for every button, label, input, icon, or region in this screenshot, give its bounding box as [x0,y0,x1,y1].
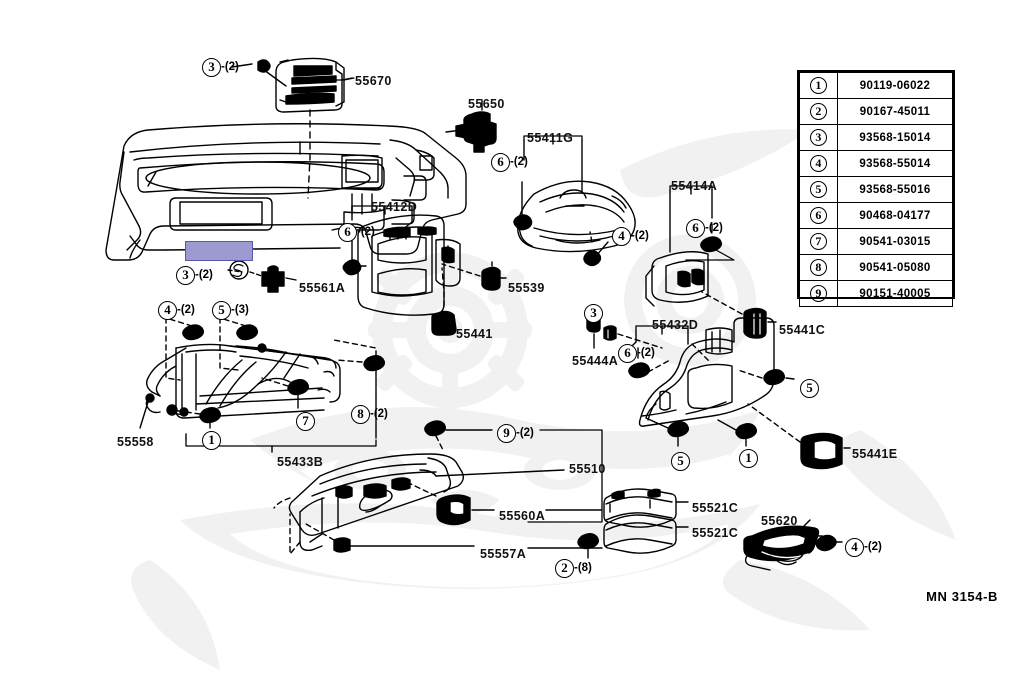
legend-part-number-9: 90151-40005 [836,280,954,307]
legend-row: 9 90151-40005 [799,280,954,307]
callout-c4-55620: 4 [845,538,864,557]
callout-c7-55433b: 7 [296,412,315,431]
part-label-55432d: 55432D [652,318,699,332]
legend-index-8: 8 [799,254,838,281]
callout-c9-55510: 9 [497,424,516,443]
legend-index-9: 9 [799,280,838,307]
callout-qty-c4-55620: -(2) [864,541,882,553]
selection-highlight[interactable] [185,241,253,261]
callout-c3-55444a: 3 [584,304,603,323]
callout-c2-55557a: 2 [555,559,574,578]
legend-circle-number: 8 [809,259,827,276]
callout-qty-c6-55414a: -(2) [705,222,723,234]
legend-part-number-8: 90541-05080 [836,254,954,281]
callout-qty-c2-55557a: -(8) [574,562,592,574]
legend-index-3: 3 [799,124,838,151]
callout-c1-glove: 1 [202,431,221,450]
callout-c4-glove: 4 [158,301,177,320]
callout-c8-55433b: 8 [351,405,370,424]
callout-c5-55432d-r: 5 [800,379,819,398]
callout-qty-c6-55412d: -(2) [357,226,375,238]
part-label-55558: 55558 [117,435,154,449]
callout-qty-c3-top: -(2) [221,61,239,73]
legend-row: 3 93568-15014 [799,124,954,151]
callout-qty-c5-glove: -(3) [231,304,249,316]
legend-part-number-3: 93568-15014 [836,124,954,151]
legend-row: 6 90468-04177 [799,202,954,229]
legend-circle-number: 1 [809,77,827,94]
callout-c1-55432d: 1 [739,449,758,468]
callout-qty-c9-55510: -(2) [516,427,534,439]
part-label-55560a: 55560A [499,509,546,523]
legend-row: 5 93568-55016 [799,176,954,203]
callout-c6-55414a: 6 [686,219,705,238]
legend-row: 4 93568-55014 [799,150,954,177]
part-label-55412d: 55412D [371,200,418,214]
callout-qty-c6-55432d: -(2) [637,347,655,359]
legend-part-number-5: 93568-55016 [836,176,954,203]
part-label-55620: 55620 [761,514,798,528]
callout-c3-55561a: 3 [176,266,195,285]
part-label-55510: 55510 [569,462,606,476]
legend-circle-number: 9 [809,285,827,302]
legend-row: 8 90541-05080 [799,254,954,281]
part-label-55521c-lower: 55521C [692,526,739,540]
part-label-55433b: 55433B [277,455,324,469]
part-label-55441c: 55441C [779,323,826,337]
legend-index-2: 2 [799,98,838,125]
legend-circle-number: 7 [809,233,827,250]
part-label-55414a: 55414A [671,179,718,193]
legend-row: 1 90119-06022 [799,72,954,99]
legend-circle-number: 6 [809,207,827,224]
legend-row: 7 90541-03015 [799,228,954,255]
part-label-55650: 55650 [468,97,505,111]
legend-index-6: 6 [799,202,838,229]
legend-part-number-6: 90468-04177 [836,202,954,229]
part-label-55670: 55670 [355,74,392,88]
callout-c3-top: 3 [202,58,221,77]
callout-c6-55411g: 6 [491,153,510,172]
legend-circle-number: 3 [809,129,827,146]
legend-index-1: 1 [799,72,838,99]
legend-part-number-7: 90541-03015 [836,228,954,255]
legend-row: 2 90167-45011 [799,98,954,125]
legend-part-number-2: 90167-45011 [836,98,954,125]
callout-qty-c4-55411g: -(2) [631,230,649,242]
callout-c5-glove: 5 [212,301,231,320]
diagram-code: MN 3154-B [926,589,998,604]
legend-circle-number: 4 [809,155,827,172]
part-label-55539: 55539 [508,281,545,295]
callout-c6-55412d: 6 [338,223,357,242]
legend-part-number-1: 90119-06022 [836,72,954,99]
callout-qty-c8-55433b: -(2) [370,408,388,420]
part-label-55444a: 55444A [572,354,619,368]
callout-qty-c6-55411g: -(2) [510,156,528,168]
callout-c6-55432d: 6 [618,344,637,363]
part-label-55441e: 55441E [852,447,898,461]
part-label-55557a: 55557A [480,547,527,561]
callout-qty-c3-55561a: -(2) [195,269,213,281]
legend-index-5: 5 [799,176,838,203]
legend-part-number-4: 93568-55014 [836,150,954,177]
part-label-55561a: 55561A [299,281,346,295]
callout-qty-c4-glove: -(2) [177,304,195,316]
part-label-55521c-upper: 55521C [692,501,739,515]
callout-c4-55411g: 4 [612,227,631,246]
legend-circle-number: 2 [809,103,827,120]
callout-c5-55432d-l: 5 [671,452,690,471]
legend-circle-number: 5 [809,181,827,198]
part-label-55411g: 55411G [527,131,574,145]
legend-index-4: 4 [799,150,838,177]
part-label-55441: 55441 [456,327,493,341]
legend-index-7: 7 [799,228,838,255]
legend-table: 1 90119-06022 2 90167-45011 3 93568-15014 4 935… [797,70,955,307]
